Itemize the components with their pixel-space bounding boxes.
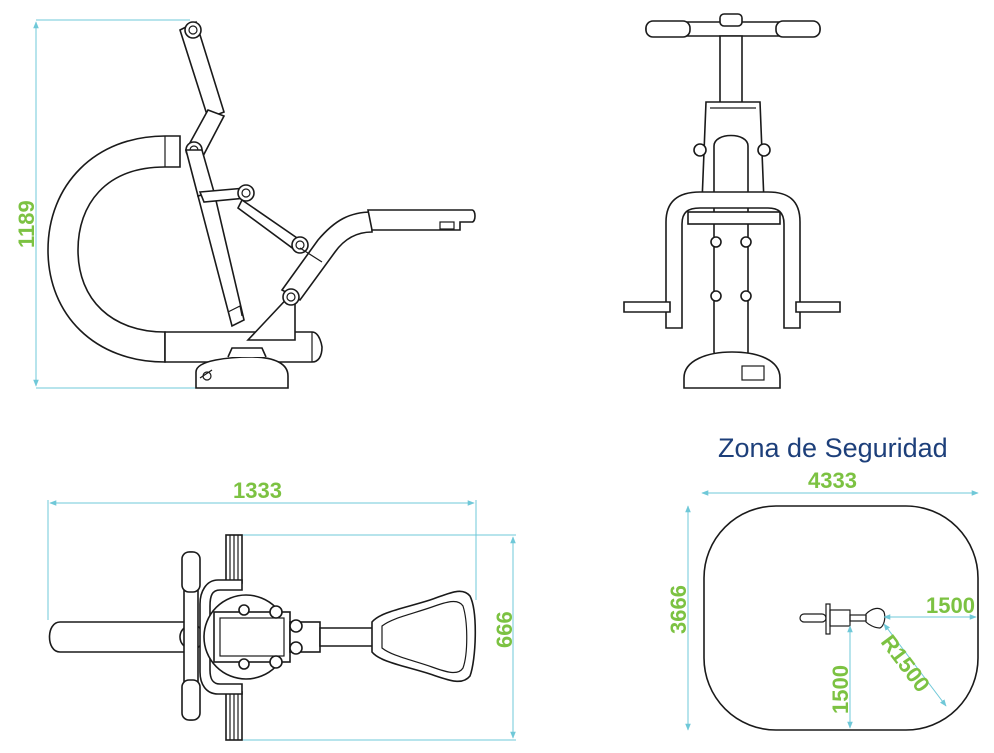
top-view: 1333 666 <box>47 478 517 741</box>
handle-arm-mid <box>184 149 215 197</box>
right-pedal <box>795 301 841 313</box>
left-grip <box>645 20 691 38</box>
lever-tip-mark <box>227 305 243 317</box>
top-seat <box>371 590 477 683</box>
top-body-inner <box>219 617 285 657</box>
safety-zone-view: Zona de Seguridad 4333 3666 1500 R1500 1… <box>666 433 979 731</box>
top-link-joint-1 <box>289 619 303 633</box>
column-bolt-4 <box>740 290 752 302</box>
center-column <box>713 134 749 361</box>
rear-tube <box>48 621 191 653</box>
side-view: 1189 <box>14 19 476 389</box>
handle-grip-bolt <box>188 25 198 35</box>
column-bolt-1 <box>710 236 722 248</box>
seat-arm-pivot-bolt <box>286 292 296 302</box>
top-body-block <box>213 611 291 663</box>
pivot-bracket <box>246 287 296 341</box>
front-view <box>623 13 841 389</box>
seat-pan <box>367 209 476 231</box>
top-bolt-3 <box>269 605 283 619</box>
top-grip-upper <box>181 551 201 593</box>
mini-seat <box>865 607 886 629</box>
c-frame <box>47 135 181 363</box>
safety-width-label: 4333 <box>808 468 857 493</box>
link-joint-2-bolt <box>295 240 305 250</box>
safety-bottom-label: 1500 <box>828 665 853 714</box>
base-plate <box>741 365 765 381</box>
seat-arm-collar <box>299 247 323 263</box>
column-bolt-3 <box>710 290 722 302</box>
top-bolt-4 <box>269 655 283 669</box>
safety-height-label: 3666 <box>666 585 691 634</box>
seat-bracket <box>439 221 455 230</box>
front-bolt-right <box>757 143 771 157</box>
top-seat-arm <box>319 627 377 647</box>
top-grip-lower <box>181 679 201 721</box>
u-frame <box>665 191 801 329</box>
base-collar <box>227 347 267 358</box>
link-joint-1 <box>237 184 255 202</box>
seat-arm <box>280 211 373 302</box>
side-height-label: 1189 <box>14 200 39 248</box>
safety-right-label: 1500 <box>926 593 975 618</box>
handlebar-clamp <box>719 13 743 27</box>
top-bolt-1 <box>238 604 250 616</box>
top-bolt-2 <box>238 658 250 670</box>
front-bolt-left <box>693 143 707 157</box>
seat-crossbar <box>687 211 781 225</box>
left-pedal <box>623 301 671 313</box>
front-base <box>683 351 781 389</box>
top-link-joint-2 <box>289 641 303 655</box>
mini-machine <box>799 603 886 635</box>
handle-arm-upper <box>179 20 225 120</box>
link-joint-2 <box>291 236 309 254</box>
safety-zone-title: Zona de Seguridad <box>718 433 948 463</box>
base-mark <box>199 369 213 379</box>
link-joint-1-bolt <box>241 188 251 198</box>
top-seat-inner <box>381 600 468 674</box>
stem <box>719 35 743 109</box>
right-grip <box>775 20 821 38</box>
link-rod-2 <box>236 198 302 252</box>
handle-grip-end <box>184 21 202 39</box>
column-bolt-2 <box>740 236 752 248</box>
safety-radius-dimension-line <box>883 623 947 707</box>
top-width-label: 666 <box>492 611 517 648</box>
seat-arm-pivot <box>282 288 300 306</box>
lower-lever <box>197 191 245 328</box>
top-length-label: 1333 <box>233 478 282 503</box>
